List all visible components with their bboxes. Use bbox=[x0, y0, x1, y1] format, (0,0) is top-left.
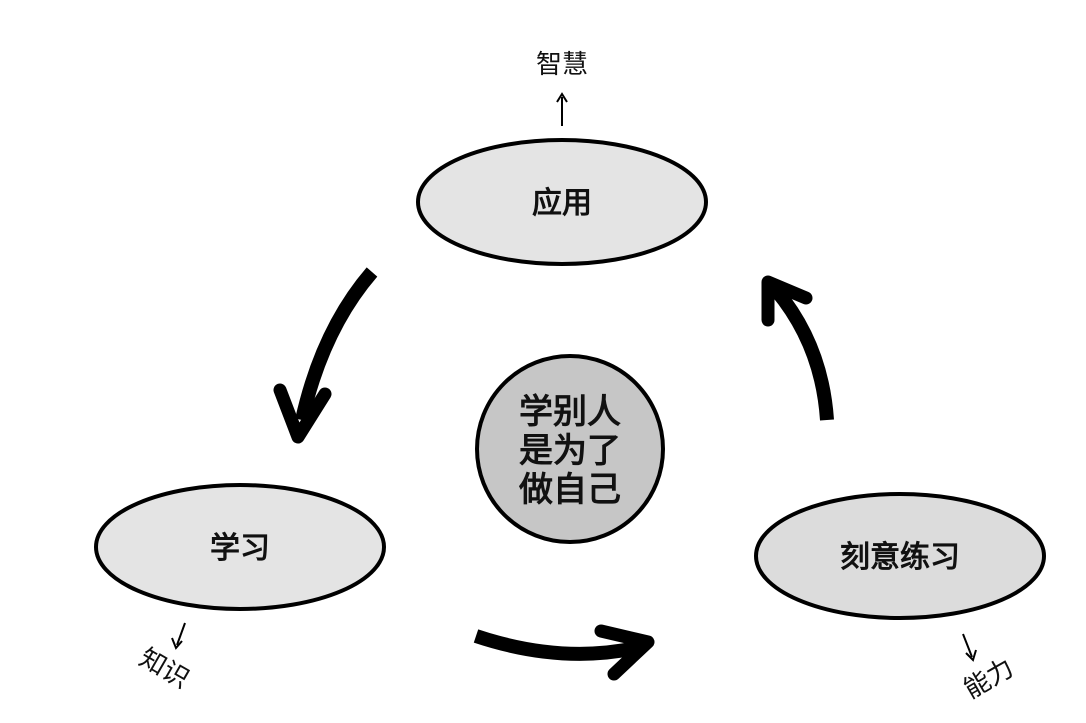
node-learn-label: 学习 bbox=[210, 531, 270, 566]
arrow-practice-to-apply-head bbox=[761, 275, 813, 327]
node-learn: 学习 bbox=[94, 483, 386, 611]
arrow-apply-to-learn-shaft bbox=[295, 267, 378, 422]
output-wisdom-label: 智慧 bbox=[536, 50, 588, 80]
center-line-1: 学别人 bbox=[519, 392, 621, 432]
node-practice: 刻意练习 bbox=[754, 492, 1046, 620]
cycle-arrow-apply-to-learn bbox=[273, 267, 378, 444]
output-knowledge-label: 知识 bbox=[134, 643, 194, 695]
arrow-learn-to-practice-head bbox=[594, 624, 655, 681]
node-apply: 应用 bbox=[416, 138, 708, 266]
center-line-2: 是为了 bbox=[519, 431, 621, 471]
node-practice-label: 刻意练习 bbox=[840, 540, 960, 575]
arrow-practice-to-apply-shaft bbox=[770, 285, 834, 421]
output-ability-label: 能力 bbox=[959, 653, 1019, 705]
arrow-apply-to-learn-head bbox=[273, 383, 332, 444]
node-learn-ellipse bbox=[94, 483, 386, 611]
center-line-3: 做自己 bbox=[518, 470, 621, 510]
output-wisdom-arrow-head bbox=[556, 92, 568, 103]
output-wisdom: 智慧 bbox=[536, 50, 588, 126]
output-knowledge-arrow-line bbox=[176, 622, 186, 646]
output-knowledge-arrow-head bbox=[171, 637, 183, 650]
node-apply-label: 应用 bbox=[532, 186, 592, 221]
output-knowledge: 知识 bbox=[134, 622, 194, 695]
output-ability-arrow-head bbox=[965, 649, 977, 662]
output-ability: 能力 bbox=[959, 633, 1019, 705]
node-apply-ellipse bbox=[416, 138, 708, 266]
node-practice-ellipse bbox=[754, 492, 1046, 620]
cycle-arrow-learn-to-practice bbox=[473, 624, 655, 681]
output-ability-arrow-line bbox=[962, 633, 973, 658]
cycle-arrow-practice-to-apply bbox=[761, 275, 834, 421]
center-motto: 学别人 是为了 做自己 bbox=[475, 354, 665, 544]
center-circle bbox=[475, 354, 665, 544]
arrow-learn-to-practice-shaft bbox=[473, 629, 638, 661]
